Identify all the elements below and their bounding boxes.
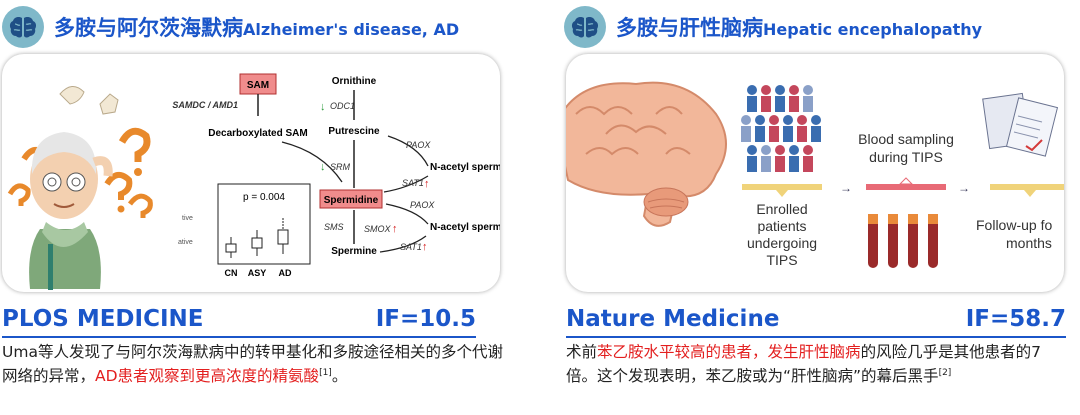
alzheimers-panel: 多胺与阿尔茨海默病Alzheimer's disease, AD <box>0 0 510 415</box>
arrow-right-icon: → <box>840 181 852 195</box>
label-sat1-b: SAT1 <box>400 242 422 252</box>
description-highlight-2: 发生肝性脑病 <box>767 343 861 361</box>
cut-label-2: ative <box>178 239 193 246</box>
label-smox: SMOX <box>364 224 392 234</box>
blood-tubes-icon <box>868 214 938 268</box>
cut-label-1: tive <box>182 215 193 222</box>
journal-name: Nature Medicine <box>566 306 780 332</box>
hepatic-figure: → → Enrolled patients undergoing TIPS Bl… <box>566 54 1064 292</box>
up-arrow-icon: ↑ <box>424 178 430 190</box>
group-label-ad: AD <box>279 268 292 278</box>
node-n-acetyl-spermidine: N-acetyl sperm <box>430 162 500 173</box>
node-putrescine: Putrescine <box>328 126 380 137</box>
description-text-2: 的风险几乎是其他患者的7倍。这个发现表明，苯乙胺或为“肝性脑病”的幕后黑手 <box>566 343 1041 386</box>
polyamine-pathway-diagram: SAM SAMDC / AMD1 Decarboxylated SAM Orni… <box>172 73 500 257</box>
node-sam: SAM <box>247 80 269 91</box>
timeline: → → <box>742 177 1064 197</box>
node-spermine: Spermine <box>331 246 377 257</box>
label-odc1: ODC1 <box>330 101 355 111</box>
boxplot-inset: tive ative p = 0.004 CN ASY AD <box>178 183 311 278</box>
enrolled-label-2: patients <box>757 218 806 234</box>
node-decarboxylated-sam: Decarboxylated SAM <box>208 128 307 139</box>
title-chinese: 多胺与阿尔茨海默病 <box>54 16 243 40</box>
arrow-right-icon: → <box>958 181 970 195</box>
description-end: 。 <box>331 367 348 386</box>
description-highlight: AD患者观察到更高浓度的精氨酸 <box>95 367 320 386</box>
clipboard-documents-icon <box>982 92 1059 157</box>
confused-elderly-illustration <box>7 86 153 290</box>
brain-icon <box>2 6 44 48</box>
description: 术前苯乙胺水平较高的患者，发生肝性脑病的风险几乎是其他患者的7倍。这个发现表明，… <box>566 342 1066 387</box>
alzheimers-figure: SAM SAMDC / AMD1 Decarboxylated SAM Orni… <box>2 54 500 292</box>
sampling-label-2: during TIPS <box>869 149 943 165</box>
reference-marker: [2] <box>938 368 952 378</box>
alzheimers-header: 多胺与阿尔茨海默病Alzheimer's disease, AD <box>2 4 459 50</box>
description-comma: ， <box>752 343 768 361</box>
label-paox-1: PAOX <box>406 140 431 150</box>
label-sms: SMS <box>324 222 344 232</box>
title-chinese: 多胺与肝性脑病 <box>616 16 763 40</box>
description-text: Uma等人发现了与阿尔茨海默病中的转甲基化和多胺途径相关的多个代谢网络的异常， <box>2 343 503 386</box>
enrolled-label-1: Enrolled <box>756 201 807 217</box>
label-srm: SRM <box>330 162 351 172</box>
title-english: Alzheimer's disease, AD <box>243 20 460 39</box>
impact-factor: IF=10.5 <box>375 306 476 332</box>
label-sat1-a: SAT1 <box>402 178 424 188</box>
group-label-asy: ASY <box>248 268 267 278</box>
journal-row: Nature Medicine IF=58.7 <box>566 302 1066 336</box>
up-arrow-icon: ↑ <box>392 223 398 235</box>
followup-label-2: months <box>1006 235 1052 251</box>
journal-row: PLOS MEDICINE IF=10.5 <box>2 302 476 336</box>
description: Uma等人发现了与阿尔茨海默病中的转甲基化和多胺途径相关的多个代谢网络的异常，A… <box>2 342 508 387</box>
label-paox-2: PAOX <box>410 200 435 210</box>
hepatic-title: 多胺与肝性脑病Hepatic encephalopathy <box>616 12 982 42</box>
patients-group-icon <box>741 85 821 172</box>
brain-icon <box>564 6 606 48</box>
enrolled-label-3: undergoing <box>747 235 817 251</box>
label-samdc: SAMDC / AMD1 <box>172 100 238 110</box>
description-highlight-1: 苯乙胺水平较高的患者 <box>597 343 753 361</box>
up-arrow-icon: ↑ <box>422 241 428 253</box>
sampling-label-1: Blood sampling <box>858 131 954 147</box>
hepatic-panel: 多胺与肝性脑病Hepatic encephalopathy <box>560 0 1080 415</box>
group-label-cn: CN <box>225 268 238 278</box>
enrolled-label-4: TIPS <box>766 252 797 268</box>
divider <box>566 336 1066 338</box>
node-spermidine: Spermidine <box>324 195 379 206</box>
p-value-label: p = 0.004 <box>243 192 285 203</box>
title-english: Hepatic encephalopathy <box>763 20 983 39</box>
impact-factor: IF=58.7 <box>965 306 1066 332</box>
followup-label-1: Follow-up fo <box>976 217 1052 233</box>
description-text: 术前 <box>566 343 598 361</box>
down-arrow-icon: ↓ <box>320 161 326 173</box>
down-arrow-icon: ↓ <box>320 101 326 113</box>
reference-marker: [1] <box>319 368 332 378</box>
divider <box>2 336 476 338</box>
hepatic-header: 多胺与肝性脑病Hepatic encephalopathy <box>564 4 982 50</box>
node-n-acetyl-spermine: N-acetyl sperm <box>430 222 500 233</box>
journal-name: PLOS MEDICINE <box>2 306 204 332</box>
brain-illustration <box>566 81 727 227</box>
node-ornithine: Ornithine <box>332 76 377 87</box>
alzheimers-title: 多胺与阿尔茨海默病Alzheimer's disease, AD <box>54 12 459 42</box>
